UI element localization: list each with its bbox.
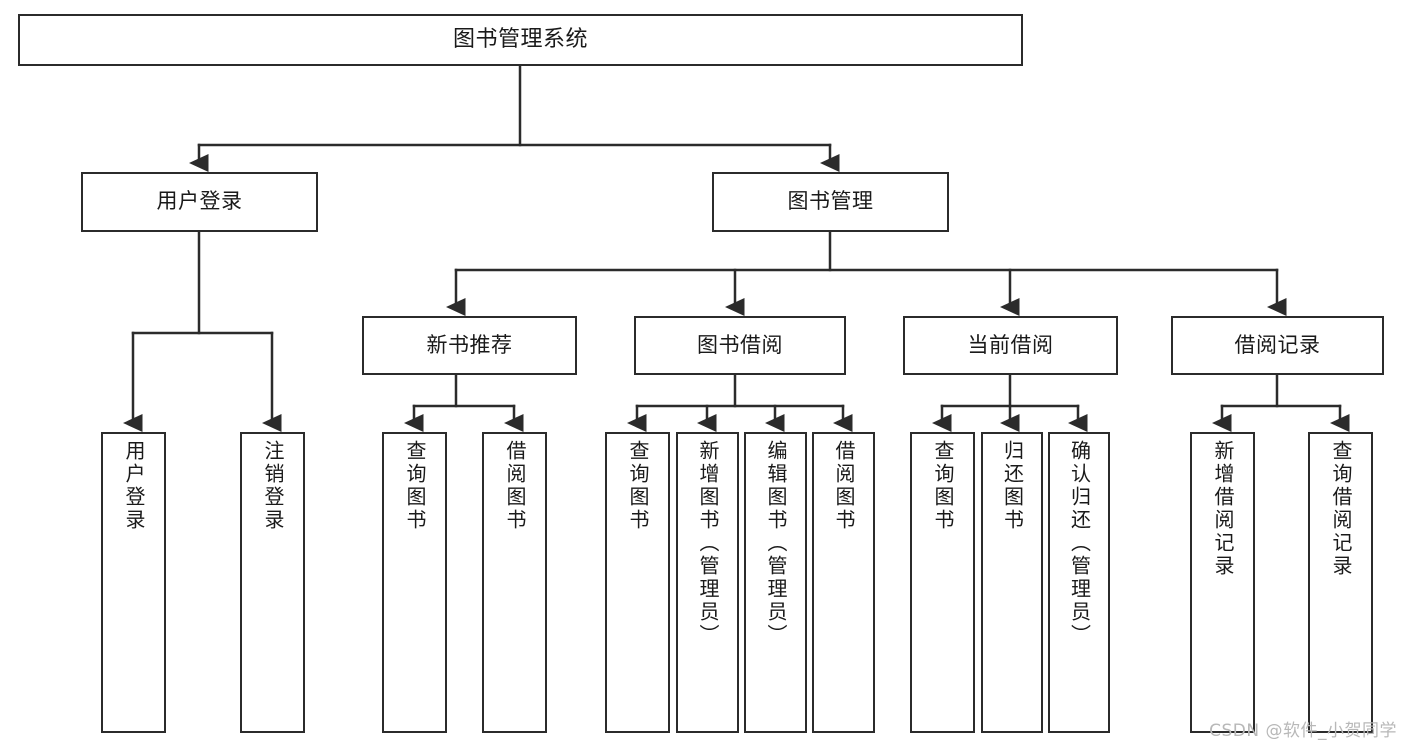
leaf-logout-login[interactable]: 注销登录 [240, 432, 305, 733]
leaf-return-book[interactable]: 归还图书 [981, 432, 1043, 733]
node-label: 图书管理 [787, 189, 874, 214]
node-label: 归还图书 [1000, 440, 1025, 532]
node-label: 当前借阅 [967, 332, 1054, 357]
leaf-query-borrow-record[interactable]: 查询借阅记录 [1308, 432, 1373, 733]
node-current-borrow[interactable]: 当前借阅 [903, 316, 1118, 375]
leaf-borrow-book-recommend[interactable]: 借阅图书 [482, 432, 547, 733]
node-new-book-recommend[interactable]: 新书推荐 [362, 316, 577, 375]
node-borrow-record[interactable]: 借阅记录 [1171, 316, 1384, 375]
leaf-edit-book-admin[interactable]: 编辑图书（管理员） [744, 432, 807, 733]
leaf-user-login[interactable]: 用户登录 [101, 432, 166, 733]
leaf-borrow-book-borrow[interactable]: 借阅图书 [812, 432, 875, 733]
node-label: 查询图书 [626, 440, 650, 532]
node-user-login[interactable]: 用户登录 [81, 172, 318, 232]
node-label: 查询借阅记录 [1329, 440, 1353, 578]
leaf-query-book-current[interactable]: 查询图书 [910, 432, 975, 733]
node-label: 用户登录 [156, 189, 243, 214]
node-label: 图书借阅 [697, 332, 783, 357]
leaf-query-book-recommend[interactable]: 查询图书 [382, 432, 447, 733]
node-label: 图书管理系统 [452, 26, 588, 52]
csdn-watermark: CSDN @软件_小贺同学 [1209, 721, 1397, 741]
node-book-management[interactable]: 图书管理 [712, 172, 949, 232]
node-label: 查询图书 [931, 440, 955, 532]
node-label: 新增图书（管理员） [696, 440, 720, 647]
node-label: 编辑图书（管理员） [764, 440, 788, 647]
node-label: 新增借阅记录 [1211, 440, 1235, 578]
leaf-query-book-borrow[interactable]: 查询图书 [605, 432, 670, 733]
node-label: 借阅图书 [832, 440, 856, 532]
node-label: 借阅记录 [1234, 332, 1321, 357]
node-label: 查询图书 [403, 440, 427, 532]
leaf-add-book-admin[interactable]: 新增图书（管理员） [676, 432, 739, 733]
leaf-confirm-return-admin[interactable]: 确认归还（管理员） [1048, 432, 1110, 733]
leaf-add-borrow-record[interactable]: 新增借阅记录 [1190, 432, 1255, 733]
node-label: 注销登录 [261, 440, 285, 532]
node-label: 新书推荐 [426, 332, 513, 357]
node-root-book-management-system[interactable]: 图书管理系统 [18, 14, 1023, 66]
node-label: 用户登录 [122, 440, 146, 532]
node-book-borrow[interactable]: 图书借阅 [634, 316, 846, 375]
node-label: 借阅图书 [503, 440, 527, 532]
node-label: 确认归还（管理员） [1067, 440, 1092, 647]
